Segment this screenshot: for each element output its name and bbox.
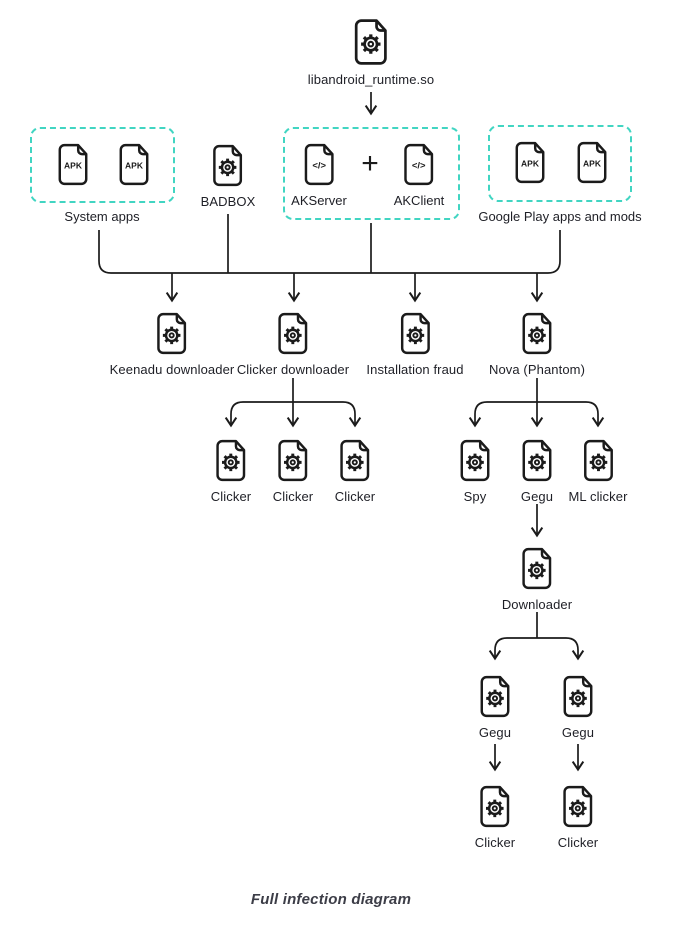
node-badbox: BADBOX bbox=[201, 143, 256, 209]
node-label: AKServer bbox=[291, 193, 347, 208]
node-label: Spy bbox=[463, 489, 487, 504]
apk-file-icon bbox=[575, 140, 609, 185]
apk-file bbox=[513, 140, 547, 185]
connector-nova-right bbox=[537, 401, 605, 428]
apk-file bbox=[117, 142, 151, 187]
connector-clickerdl-left bbox=[224, 401, 293, 428]
node-final-clicker-2: Clicker bbox=[558, 784, 598, 850]
diagram-caption: Full infection diagram bbox=[250, 891, 412, 908]
node-gegu-1: Gegu bbox=[478, 674, 512, 740]
group-label-system-apps: System apps bbox=[64, 209, 140, 224]
gear-file-icon bbox=[561, 784, 595, 829]
node-label: Downloader bbox=[501, 597, 573, 612]
node-label: ML clicker bbox=[568, 489, 628, 504]
node-clicker-3: Clicker bbox=[335, 438, 375, 504]
plus-sign: + bbox=[361, 147, 379, 180]
gear-file-icon bbox=[561, 674, 595, 719]
gear-file-icon bbox=[276, 438, 310, 483]
node-keenadu-downloader: Keenadu downloader bbox=[110, 311, 235, 377]
node-akclient: AKClient bbox=[393, 142, 445, 208]
node-label: Clicker bbox=[474, 835, 516, 850]
node-label: Clicker downloader bbox=[236, 362, 350, 377]
node-label: Clicker bbox=[557, 835, 599, 850]
connector-nova-left bbox=[468, 401, 537, 428]
node-clicker-1: Clicker bbox=[211, 438, 251, 504]
gear-file-icon bbox=[581, 438, 615, 483]
group-ak-pair: AKServer + AKClient bbox=[283, 127, 460, 220]
node-label: BADBOX bbox=[200, 194, 256, 209]
node-label: Gegu bbox=[520, 489, 554, 504]
gear-file-icon bbox=[458, 438, 492, 483]
node-label: Keenadu downloader bbox=[109, 362, 235, 377]
gear-file-icon bbox=[478, 784, 512, 829]
node-label: AKClient bbox=[393, 193, 445, 208]
node-nova-phantom: Nova (Phantom) bbox=[489, 311, 585, 377]
connector-clickerdl-right bbox=[293, 401, 362, 428]
code-file-icon bbox=[402, 142, 436, 187]
node-label: Nova (Phantom) bbox=[488, 362, 586, 377]
node-installation-fraud: Installation fraud bbox=[366, 311, 464, 377]
node-spy: Spy bbox=[458, 438, 492, 504]
apk-file-icon bbox=[56, 142, 90, 187]
group-system-apps bbox=[30, 127, 175, 203]
gear-file-icon bbox=[276, 311, 310, 356]
node-label: Gegu bbox=[478, 725, 512, 740]
code-file-icon bbox=[302, 142, 336, 187]
node-label: Clicker bbox=[272, 489, 314, 504]
gear-file-icon bbox=[520, 311, 554, 356]
node-final-clicker-1: Clicker bbox=[475, 784, 515, 850]
node-label: Gegu bbox=[561, 725, 595, 740]
apk-file-icon bbox=[513, 140, 547, 185]
node-downloader: Downloader bbox=[502, 546, 572, 612]
group-google-play bbox=[488, 125, 632, 202]
node-label: Clicker bbox=[334, 489, 376, 504]
gear-file-icon bbox=[398, 311, 432, 356]
gear-file-icon bbox=[352, 18, 390, 66]
gear-file-icon bbox=[520, 438, 554, 483]
node-gegu-2: Gegu bbox=[561, 674, 595, 740]
apk-file bbox=[56, 142, 90, 187]
node-gegu-main: Gegu bbox=[520, 438, 554, 504]
gear-file-icon bbox=[155, 311, 189, 356]
connector-downloader-left bbox=[488, 637, 537, 661]
gear-file-icon bbox=[520, 546, 554, 591]
apk-file bbox=[575, 140, 609, 185]
connector-bus-frame bbox=[98, 230, 561, 274]
node-akserver: AKServer bbox=[291, 142, 347, 208]
node-label: libandroid_runtime.so bbox=[307, 72, 435, 87]
node-clicker-2: Clicker bbox=[273, 438, 313, 504]
apk-file-icon bbox=[117, 142, 151, 187]
gear-file-icon bbox=[338, 438, 372, 483]
gear-file-icon bbox=[211, 143, 245, 188]
connector-downloader-right bbox=[537, 637, 585, 661]
gear-file-icon bbox=[214, 438, 248, 483]
node-label: Installation fraud bbox=[366, 362, 464, 377]
gear-file-icon bbox=[478, 674, 512, 719]
node-ml-clicker: ML clicker bbox=[568, 438, 627, 504]
node-label: Clicker bbox=[210, 489, 252, 504]
group-label-google-play: Google Play apps and mods bbox=[478, 209, 642, 224]
node-clicker-downloader: Clicker downloader bbox=[237, 311, 349, 377]
node-libandroid-runtime: libandroid_runtime.so bbox=[308, 18, 434, 87]
